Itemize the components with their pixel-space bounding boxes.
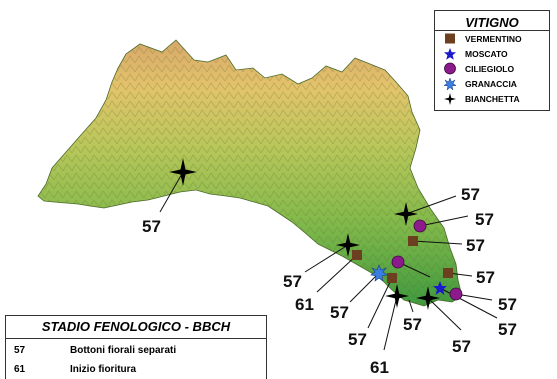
bbch-desc: Inizio fioritura [70, 364, 137, 375]
blue-star-icon [444, 48, 456, 60]
purple-circle-icon [444, 62, 456, 75]
bbch-row: 57 Bottoni fiorali separati [6, 339, 266, 358]
marker-vermentino-3 [387, 273, 397, 283]
marker-vermentino-2 [352, 250, 362, 260]
map-label: 57 [498, 295, 517, 314]
marker-ciliegiolo-3 [449, 287, 463, 301]
legend-title: VITIGNO [435, 11, 549, 31]
vitigno-legend: VITIGNO VERMENTINO MOSCATO CILIEGIOLO GR… [434, 10, 550, 111]
marker-bianchetta-east-1 [394, 202, 418, 226]
bbch-row: 61 Inizio fioritura [6, 358, 266, 377]
map-label: 57 [283, 272, 302, 291]
legend-item-moscato: MOSCATO [435, 46, 549, 61]
marker-vermentino-4 [443, 268, 453, 278]
map-label: 57 [461, 185, 480, 204]
marker-bianchetta-east-2 [336, 233, 360, 257]
map-label: 57 [403, 315, 422, 334]
leader-lines [159, 171, 498, 351]
map-label: 61 [370, 358, 389, 377]
map-label: 57 [475, 210, 494, 229]
legend-item-granaccia: GRANACCIA [435, 76, 549, 91]
map-label: 57 [466, 236, 485, 255]
blue-starburst-icon [443, 77, 457, 90]
brown-square-icon [445, 33, 455, 44]
bbch-code: 61 [14, 364, 26, 375]
map-label: 61 [295, 295, 314, 314]
map-label: 57 [142, 217, 161, 236]
map-label: 57 [452, 337, 471, 356]
marker-vermentino-1 [408, 236, 418, 246]
marker-bianchetta-east-3 [385, 284, 409, 308]
bbch-code: 57 [14, 345, 26, 356]
map-label: 57 [330, 303, 349, 322]
marker-bianchetta-east-4 [416, 286, 440, 310]
legend-item-bianchetta: BIANCHETTA [435, 91, 549, 106]
marker-moscato [433, 281, 447, 295]
legend-item-ciliegiolo: CILIEGIOLO [435, 61, 549, 76]
marker-bianchetta-west [169, 158, 197, 186]
bbch-desc: Bottoni fiorali separati [70, 345, 177, 356]
map-label: 57 [498, 320, 517, 339]
marker-ciliegiolo-1 [413, 219, 427, 233]
bbch-title: STADIO FENOLOGICO - BBCH [6, 316, 266, 339]
legend-item-vermentino: VERMENTINO [435, 31, 549, 46]
map-label: 57 [476, 268, 495, 287]
map-label: 57 [348, 330, 367, 349]
marker-ciliegiolo-2 [391, 255, 405, 269]
bbch-table: STADIO FENOLOGICO - BBCH 57 Bottoni fior… [5, 315, 267, 379]
marker-granaccia [370, 264, 388, 282]
black-cross-star-icon [444, 93, 456, 105]
